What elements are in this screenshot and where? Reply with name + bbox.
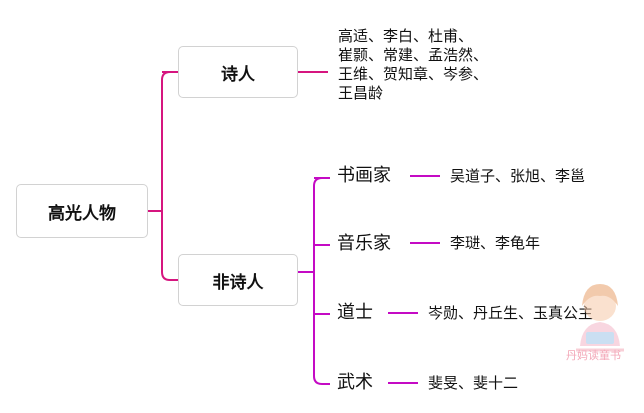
non-poets-label: 非诗人 [212,272,264,293]
musician-label: 音乐家 [337,233,391,254]
root-label: 高光人物 [48,203,116,224]
musician-names: 李琎、李龟年 [450,234,541,252]
poets-names-line: 王昌龄 [338,84,384,102]
taoist-names: 岑勋、丹丘生、玉真公主 [428,304,594,322]
root-node: 高光人物 [16,184,148,238]
non-poets-node: 非诗人 [178,254,298,306]
children-connector [313,177,330,385]
calligraphy-painter-label: 书画家 [337,165,391,186]
martial-arts-names: 斐旻、斐十二 [428,374,519,392]
poets-names: 高适、李白、杜甫、 崔颢、常建、孟浩然、 王维、贺知章、岑参、 王昌龄 [338,27,488,103]
poets-names-line: 崔颢、常建、孟浩然、 [338,46,489,64]
poets-label: 诗人 [221,64,255,85]
martial-arts-label: 武术 [337,372,373,393]
poets-node: 诗人 [178,46,298,98]
reading-girl-logo [576,284,624,352]
taoist-label: 道士 [337,302,373,323]
poets-names-line: 高适、李白、杜甫、 [338,27,474,45]
poets-names-line: 王维、贺知章、岑参、 [338,65,489,83]
watermark-text: 丹妈读童书 [566,349,621,362]
calligraphy-painter-names: 吴道子、张旭、李邕 [450,167,586,185]
branch-connector [161,71,178,281]
